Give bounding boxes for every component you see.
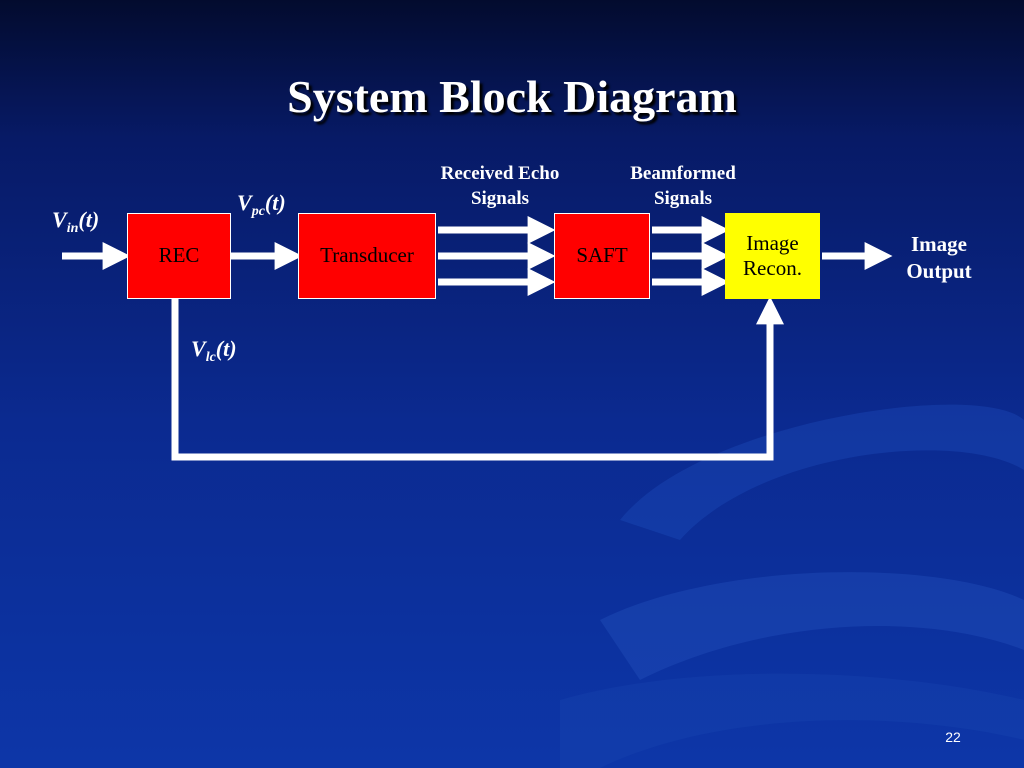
vin-subscript: in bbox=[66, 221, 79, 236]
rec-block: REC bbox=[127, 213, 231, 299]
rec-block-label: REC bbox=[158, 243, 200, 268]
image-recon-label-line1: Image bbox=[746, 230, 799, 255]
slide-title: System Block Diagram bbox=[287, 71, 737, 122]
vpc-argument: (t) bbox=[264, 190, 286, 215]
received-echo-line2: Signals bbox=[470, 187, 530, 209]
vpc-subscript: pc bbox=[251, 204, 265, 219]
feedback-loop-arrow bbox=[171, 296, 784, 461]
image-output-label: Image Output bbox=[886, 231, 992, 286]
received-echo-line1: Received Echo bbox=[440, 163, 560, 184]
beamformed-line1: Beamformed bbox=[630, 163, 736, 184]
saft-block: SAFT bbox=[554, 213, 650, 299]
received-echo-signals-label: Received Echo Signals bbox=[422, 162, 578, 211]
vlc-subscript: lc bbox=[205, 350, 216, 365]
vpc-signal-label: Vpc(t) bbox=[237, 190, 286, 220]
vpc-symbol: V bbox=[237, 190, 252, 215]
vin-signal-label: Vin(t) bbox=[52, 207, 99, 237]
vin-argument: (t) bbox=[78, 207, 100, 232]
saft-block-label: SAFT bbox=[576, 243, 628, 268]
vlc-argument: (t) bbox=[215, 336, 237, 361]
beamformed-line2: Signals bbox=[653, 187, 713, 209]
vin-symbol: V bbox=[52, 207, 67, 232]
image-output-line1: Image bbox=[911, 232, 967, 256]
vlc-signal-label: Vlc(t) bbox=[191, 336, 237, 366]
image-output-line2: Output bbox=[906, 259, 972, 284]
beamformed-signals-label: Beamformed Signals bbox=[608, 162, 758, 211]
page-number: 22 bbox=[945, 729, 961, 745]
transducer-block-label: Transducer bbox=[320, 243, 414, 268]
transducer-block: Transducer bbox=[298, 213, 436, 299]
image-recon-label-line2: Recon. bbox=[743, 256, 802, 280]
image-recon-block: Image Recon. bbox=[725, 213, 820, 299]
vlc-symbol: V bbox=[191, 336, 206, 361]
